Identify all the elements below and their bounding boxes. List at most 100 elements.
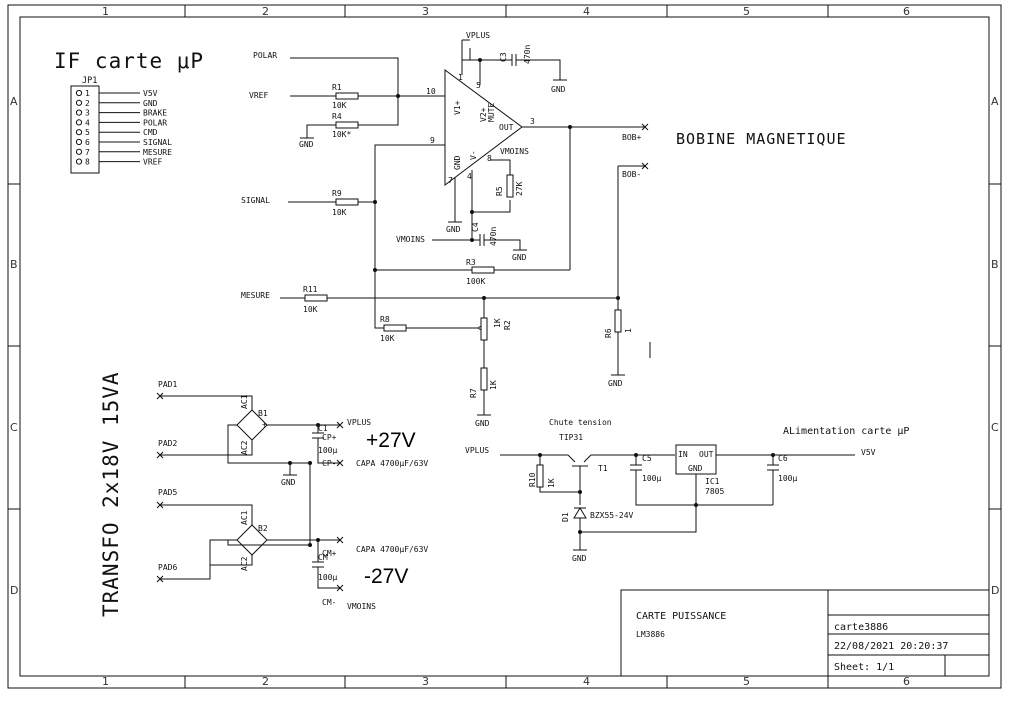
ic1-pin-in: IN — [678, 450, 688, 459]
col-label-top-3: 3 — [422, 5, 429, 18]
col-label-bottom-4: 4 — [583, 675, 590, 688]
chute-label: Chute tension — [549, 418, 612, 427]
r9-ref: R9 — [332, 189, 342, 198]
r6-value: 1 — [624, 328, 633, 333]
jp1-pin-hole-2 — [75, 99, 83, 106]
bridge-b1-symbol — [236, 409, 268, 441]
row-label-right-c: C — [991, 421, 999, 434]
power-supply-section: PAD1 PAD2 B1 AC1 AC2 + - C1 100μ CP+ CP-… — [156, 380, 428, 611]
gnd-c4: GND — [512, 253, 527, 262]
c1-value: 100μ — [318, 446, 337, 455]
jp1-pin-number-2: 2 — [85, 99, 90, 108]
jp1-signal-signal: SIGNAL — [143, 138, 172, 147]
net-pad2: PAD2 — [158, 439, 177, 448]
cm-value: 100μ — [318, 573, 337, 582]
jp1-signal-vref: VREF — [143, 158, 162, 167]
opamp-pin-vminus: V- — [469, 150, 478, 160]
b1-ref: B1 — [258, 409, 268, 418]
net-vref-label: VREF — [249, 91, 268, 100]
r7-value: 1K — [489, 380, 498, 390]
board-subtitle: LM3886 — [636, 630, 665, 639]
jp1-pin-number-5: 5 — [85, 128, 90, 137]
gnd-r7: GND — [475, 419, 490, 428]
row-label-right-a: A — [991, 95, 999, 108]
plus27-label: +27V — [366, 429, 416, 452]
col-label-top-1: 1 — [102, 5, 109, 18]
date-stamp: 22/08/2021 20:20:37 — [834, 641, 948, 652]
b2-ac2: AC2 — [240, 556, 249, 571]
bridge-b2-symbol — [236, 524, 268, 556]
r4-value: 10K* — [332, 130, 351, 139]
row-label-left-c: C — [10, 421, 18, 434]
alim-label: ALimentation carte μP — [783, 426, 909, 437]
c3-value: 470n — [523, 45, 532, 64]
opamp-pin-8: 8 — [487, 154, 492, 163]
jp1-signal-v5v: V5V — [143, 89, 158, 98]
r8-ref: R8 — [380, 315, 390, 324]
r5-ref: R5 — [495, 186, 504, 196]
jp1-pin-hole-7 — [75, 148, 83, 155]
opamp-pin-out: OUT — [499, 123, 514, 132]
c6-value: 100μ — [778, 474, 797, 483]
gnd-opamp: GND — [446, 225, 461, 234]
net-vplus-top: VPLUS — [466, 31, 490, 40]
jp1-pin-number-1: 1 — [85, 89, 90, 98]
capa2-label: CAPA 4700μF/63V — [356, 545, 428, 554]
col-label-bottom-3: 3 — [422, 675, 429, 688]
jp1-signal-mesure: MESURE — [143, 148, 172, 157]
net-vmoins-label: VMOINS — [396, 235, 425, 244]
r7-ref: R7 — [469, 388, 478, 398]
b1-plus: + — [262, 420, 267, 429]
opamp-pin-4: 4 — [467, 172, 472, 181]
power-amplifier-section: V1+ V2+ MUTE OUT GND V- 10 9 3 1 5 7 4 8… — [241, 31, 846, 428]
net-signal-label: SIGNAL — [241, 196, 270, 205]
b1-ac2: AC2 — [240, 440, 249, 455]
col-label-bottom-5: 5 — [743, 675, 750, 688]
net-pad1: PAD1 — [158, 380, 177, 389]
net-polar-label: POLAR — [253, 51, 277, 60]
r9-value: 10K — [332, 208, 347, 217]
jp1-pin-hole-8 — [75, 158, 83, 165]
opamp-pin-3: 3 — [530, 117, 535, 126]
r3-value: 100K — [466, 277, 485, 286]
row-label-right-d: D — [991, 584, 999, 597]
board-name: CARTE PUISSANCE — [636, 611, 726, 622]
b1-ac1: AC1 — [240, 394, 249, 409]
ic1-value: 7805 — [705, 487, 724, 496]
jp1-signal-polar: POLAR — [143, 118, 167, 127]
net-vplus-supply: VPLUS — [347, 418, 371, 427]
jp1-pin-number-7: 7 — [85, 148, 90, 157]
opamp-pin-10: 10 — [426, 87, 436, 96]
d1-ref: D1 — [561, 512, 570, 522]
r2-ref: R2 — [503, 320, 512, 330]
ic1-pin-out: OUT — [699, 450, 714, 459]
net-cm-plus: CM+ — [322, 549, 337, 558]
net-pad6: PAD6 — [158, 563, 177, 572]
gnd-supply: GND — [281, 478, 296, 487]
regulator-section: Chute tension TIP31 VPLUS T1 R10 1K D1 B… — [465, 418, 909, 563]
col-label-bottom-2: 2 — [262, 675, 269, 688]
net-v5v: V5V — [861, 448, 876, 457]
net-vmoins-supply: VMOINS — [347, 602, 376, 611]
col-label-top-5: 5 — [743, 5, 750, 18]
r3-ref: R3 — [466, 258, 476, 267]
opamp-pin-mute: MUTE — [487, 103, 496, 122]
c5-value: 100μ — [642, 474, 661, 483]
opamp-pin-9: 9 — [430, 136, 435, 145]
t1-value: TIP31 — [559, 433, 583, 442]
r1-ref: R1 — [332, 83, 342, 92]
jp1-signal-cmd: CMD — [143, 128, 158, 137]
opamp-pin-v1p: V1+ — [453, 100, 462, 115]
jp1-pin-hole-5 — [75, 129, 83, 136]
col-label-bottom-6: 6 — [903, 675, 910, 688]
row-label-left-b: B — [10, 258, 18, 271]
opamp-pin-1: 1 — [458, 73, 463, 82]
r4-ref: R4 — [332, 112, 342, 121]
gnd-c3: GND — [551, 85, 566, 94]
opamp-pin-5: 5 — [476, 81, 481, 90]
jp1-pin-number-8: 8 — [85, 158, 90, 167]
gnd-r4: GND — [299, 140, 314, 149]
file-name: carte3886 — [834, 622, 888, 633]
r6-ref: R6 — [604, 328, 613, 338]
